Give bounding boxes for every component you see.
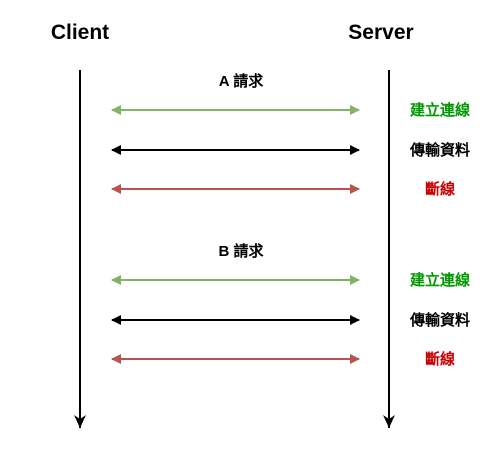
request-a-title: A 請求 xyxy=(218,73,264,90)
request-b-disconnect-label: 斷線 xyxy=(424,351,456,368)
request-b-connect-label: 建立連線 xyxy=(409,272,471,289)
request-a-disconnect-label: 斷線 xyxy=(424,181,456,198)
server-title: Server xyxy=(348,21,414,44)
request-b-transfer-label: 傳輸資料 xyxy=(409,312,471,329)
client-title: Client xyxy=(50,21,110,44)
request-b-title: B 請求 xyxy=(218,243,264,260)
request-a-connect-label: 建立連線 xyxy=(409,102,471,119)
request-a-transfer-label: 傳輸資料 xyxy=(409,142,471,159)
